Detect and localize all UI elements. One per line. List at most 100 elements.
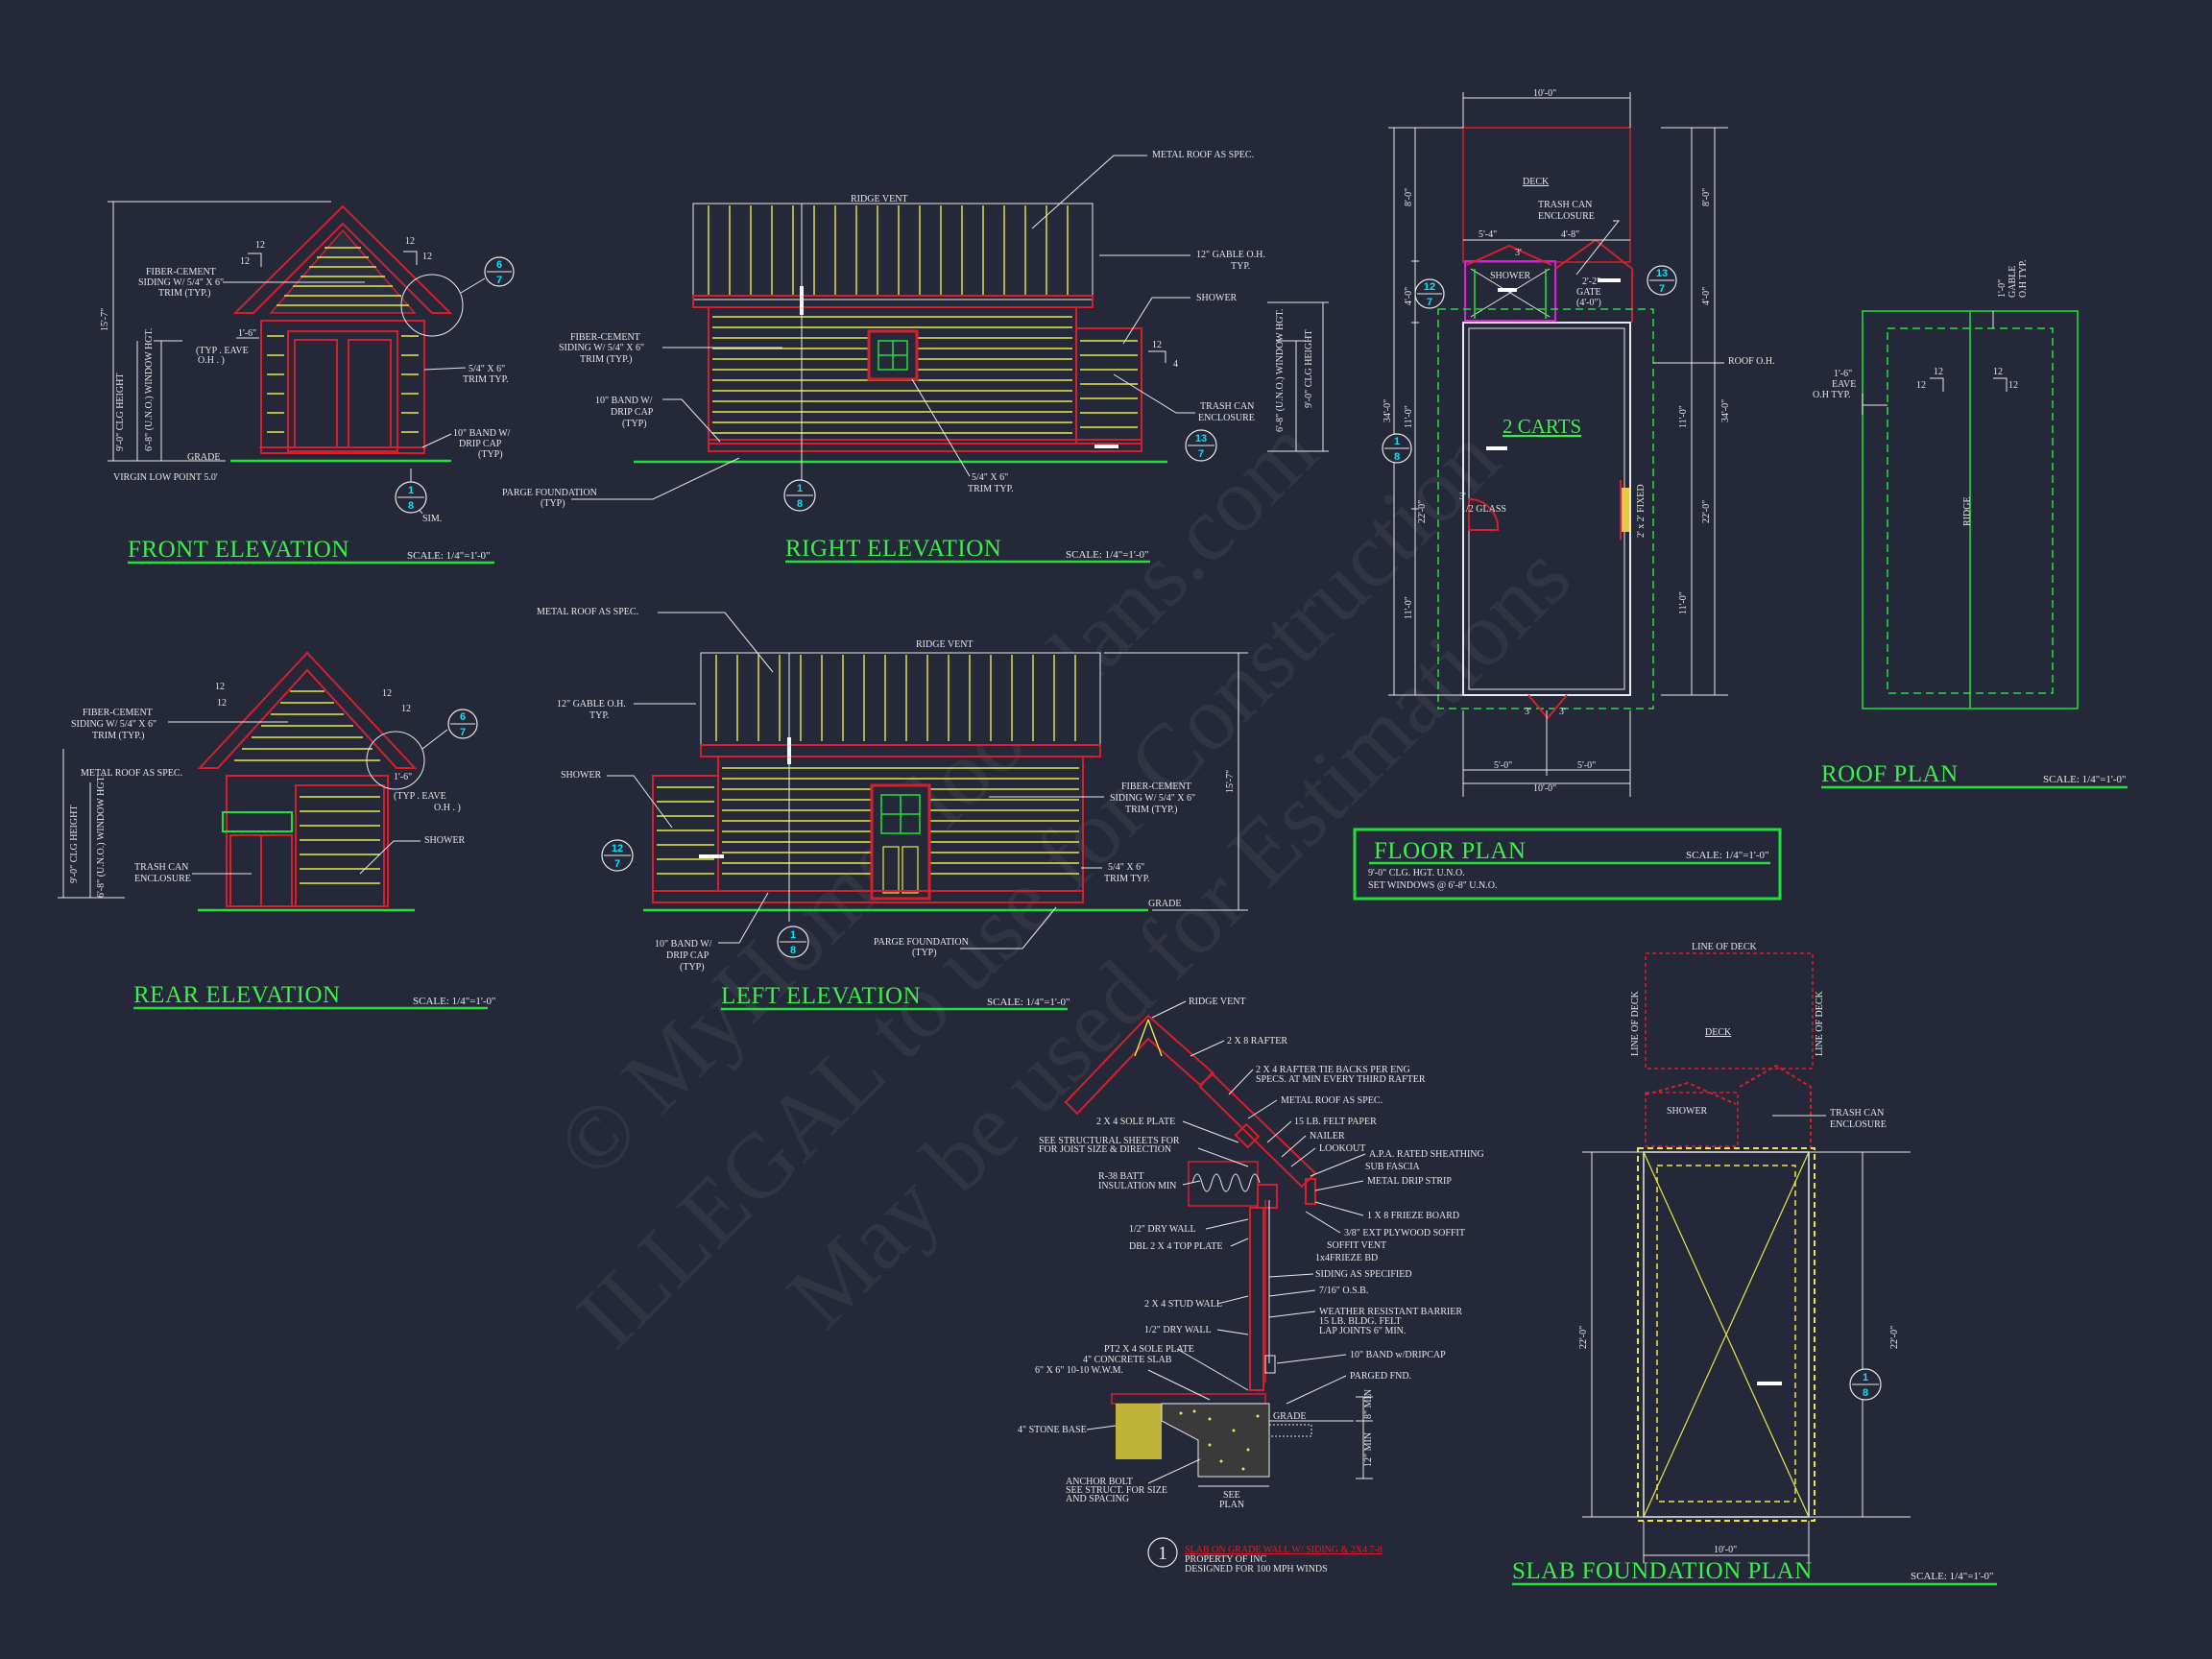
ws-min8: 8" MIN <box>1363 1389 1374 1419</box>
ws-r-12: 3/8" EXT PLYWOOD SOFFIT <box>1344 1228 1465 1238</box>
svg-text:7: 7 <box>614 858 620 870</box>
rear-detail-tag-6-7[interactable]: 6 7 <box>447 709 478 739</box>
floor-dim-bottom: 10'-0" <box>1533 783 1556 794</box>
ws-r-13: SOFFIT VENT <box>1327 1240 1386 1251</box>
floor-glass-2: 1/2 GLASS <box>1461 504 1506 515</box>
ws-r-0: RIDGE VENT <box>1189 997 1246 1007</box>
ws-l-8: 1/2" DRY WALL <box>1144 1325 1212 1335</box>
slab-dim-right: 22'-0" <box>1889 1326 1900 1349</box>
right-elevation-title: RIGHT ELEVATION <box>785 536 1001 562</box>
slab-section-tag-1-8[interactable]: 1 8 <box>1849 1368 1882 1401</box>
front-grade-label: GRADE <box>187 452 220 463</box>
slab-line-of-deck-top: LINE OF DECK <box>1692 942 1758 952</box>
floor-dim-b-right: 5'-0" <box>1577 760 1596 771</box>
ws-r-16: 7/16" O.S.B. <box>1319 1286 1368 1296</box>
rear-pitch-c: 12 <box>382 688 392 699</box>
right-detail-tag-13-7[interactable]: 13 7 <box>1185 429 1217 462</box>
wall-section: RIDGE VENT 2 X 8 RAFTER 2 X 4 RAFTER TIE… <box>1018 997 1484 1575</box>
ws-l-1: SEE STRUCTURAL SHEETS FOR <box>1039 1136 1180 1146</box>
right-clg-dim: 9'-0" CLG HEIGHT <box>1304 330 1314 408</box>
front-detail-tag-6-7[interactable]: 6 7 <box>484 256 515 287</box>
floor-plan-note-1: 9'-0" CLG. HGT. U.N.O. <box>1368 868 1465 878</box>
front-siding-note-2: SIDING W/ 5/4" X 6" <box>138 277 224 288</box>
left-band-3: (TYP) <box>680 962 705 973</box>
roof-ridge-label: RIDGE <box>1962 496 1973 526</box>
ws-r-15: SIDING AS SPECIFIED <box>1315 1269 1412 1280</box>
ws-detail-tag[interactable]: 1 <box>1147 1537 1178 1568</box>
right-parge-1: PARGE FOUNDATION <box>502 488 597 498</box>
slab-plan-scale: SCALE: 1/4"=1'-0" <box>1911 1571 1994 1582</box>
right-section-tag-1-8[interactable]: 1 8 <box>783 479 816 512</box>
left-band-1: 10" BAND W/ <box>655 939 712 950</box>
floor-plan-note-2: SET WINDOWS @ 6'-8" U.N.O. <box>1368 880 1497 891</box>
ws-r-7: LOOKOUT <box>1319 1143 1365 1154</box>
ws-r-14: 1x4FRIEZE BD <box>1315 1253 1378 1263</box>
rear-elevation: 6 7 FIBER-CEMENT SIDING W/ 5/4" X 6" TRI… <box>58 651 496 1010</box>
ws-r-2: 2 X 4 RAFTER TIE BACKS PER ENG <box>1256 1065 1410 1075</box>
rear-shower: SHOWER <box>424 835 466 846</box>
svg-text:1: 1 <box>408 485 414 496</box>
svg-text:6: 6 <box>496 259 502 271</box>
ws-l-6: DBL 2 X 4 TOP PLATE <box>1129 1241 1223 1252</box>
front-section-tag-1-8[interactable]: 1 8 <box>395 481 427 514</box>
rear-eave-1: (TYP . EAVE <box>394 791 446 802</box>
rear-siding-3: TRIM (TYP.) <box>92 731 144 741</box>
rear-clg-dim: 9'-0" CLG HEIGHT <box>69 805 80 883</box>
left-gable-2: TYP. <box>589 710 609 721</box>
ws-r-9: SUB FASCIA <box>1365 1162 1421 1172</box>
rear-elevation-title: REAR ELEVATION <box>133 982 341 1008</box>
roof-pitch-b: 12 <box>1916 380 1926 391</box>
ws-r-17: WEATHER RESISTANT BARRIER <box>1319 1307 1462 1317</box>
right-band-3: (TYP) <box>622 419 647 429</box>
svg-text:7: 7 <box>1427 297 1432 308</box>
ws-sub-2: DESIGNED FOR 100 MPH WINDS <box>1185 1564 1328 1575</box>
floor-dim-s3: 3' <box>1515 248 1522 258</box>
front-pitch-b: 12 <box>240 256 250 267</box>
ws-r-11: 1 X 8 FRIEZE BOARD <box>1367 1211 1459 1221</box>
floor-detail-tag-13-7[interactable]: 13 7 <box>1647 265 1677 296</box>
svg-text:8: 8 <box>1394 451 1400 463</box>
floor-dim-b-left: 5'-0" <box>1494 760 1512 771</box>
left-section-tag-1-8[interactable]: 1 8 <box>777 926 809 958</box>
front-siding-note-3: TRIM (TYP.) <box>158 288 210 299</box>
right-siding-3: TRIM (TYP.) <box>580 354 632 365</box>
svg-text:12: 12 <box>612 843 623 854</box>
floor-detail-tag-12-7[interactable]: 12 7 <box>1414 278 1445 309</box>
floor-plan-title: FLOOR PLAN <box>1374 838 1527 864</box>
right-trim-1: 5/4" X 6" <box>972 472 1008 483</box>
front-height-dim: 15'-7" <box>100 308 110 331</box>
right-siding-1: FIBER-CEMENT <box>570 332 640 343</box>
roof-pitch-a: 12 <box>1934 367 1943 377</box>
svg-text:1: 1 <box>790 929 796 941</box>
right-band-1: 10" BAND W/ <box>595 396 653 406</box>
svg-text:1: 1 <box>1863 1372 1868 1383</box>
slab-plan-title: SLAB FOUNDATION PLAN <box>1512 1558 1813 1584</box>
slab-trash-1: TRASH CAN <box>1830 1108 1884 1118</box>
ws-l-0: 2 X 4 SOLE PLATE <box>1096 1117 1175 1127</box>
roof-pitch-d: 12 <box>2008 380 2018 391</box>
rear-elevation-scale: SCALE: 1/4"=1'-0" <box>413 996 496 1007</box>
left-ridge-vent: RIDGE VENT <box>916 639 974 650</box>
left-detail-tag-12-7[interactable]: 12 7 <box>601 839 634 872</box>
floor-dim-s1: 5'-4" <box>1479 229 1497 240</box>
right-pitch-12: 12 <box>1152 340 1162 350</box>
svg-text:6: 6 <box>460 711 466 723</box>
ws-l-4: INSULATION MIN <box>1098 1181 1176 1191</box>
svg-text:8: 8 <box>797 498 803 510</box>
floor-section-tag-1-8[interactable]: 1 8 <box>1382 433 1412 464</box>
ws-see-2: PLAN <box>1219 1500 1244 1510</box>
right-win-dim: 6'-8" (U.N.O.) WINDOW HGT. <box>1275 309 1286 432</box>
rear-trash-2: ENCLOSURE <box>134 874 191 884</box>
front-elevation: 15'-7" 9'-0" CLG HEIGHT 6'-8" (U.N.O.) W… <box>100 201 515 565</box>
front-pitch-a: 12 <box>255 240 265 251</box>
floor-dim-top: 10'-0" <box>1533 88 1556 99</box>
floor-dim-r1: 8'-0" <box>1701 188 1712 206</box>
ws-l-3: R-38 BATT <box>1098 1171 1144 1182</box>
ws-r-4: METAL ROOF AS SPEC. <box>1281 1095 1382 1106</box>
ws-left-leaders <box>1086 1120 1249 1484</box>
ws-right-leaders <box>1151 1000 1366 1405</box>
left-band-2: DRIP CAP <box>666 950 709 961</box>
rear-siding-1: FIBER-CEMENT <box>83 708 153 718</box>
slab-deck-label: DECK <box>1705 1027 1732 1038</box>
ws-sub-1: PROPERTY OF INC <box>1185 1554 1266 1565</box>
